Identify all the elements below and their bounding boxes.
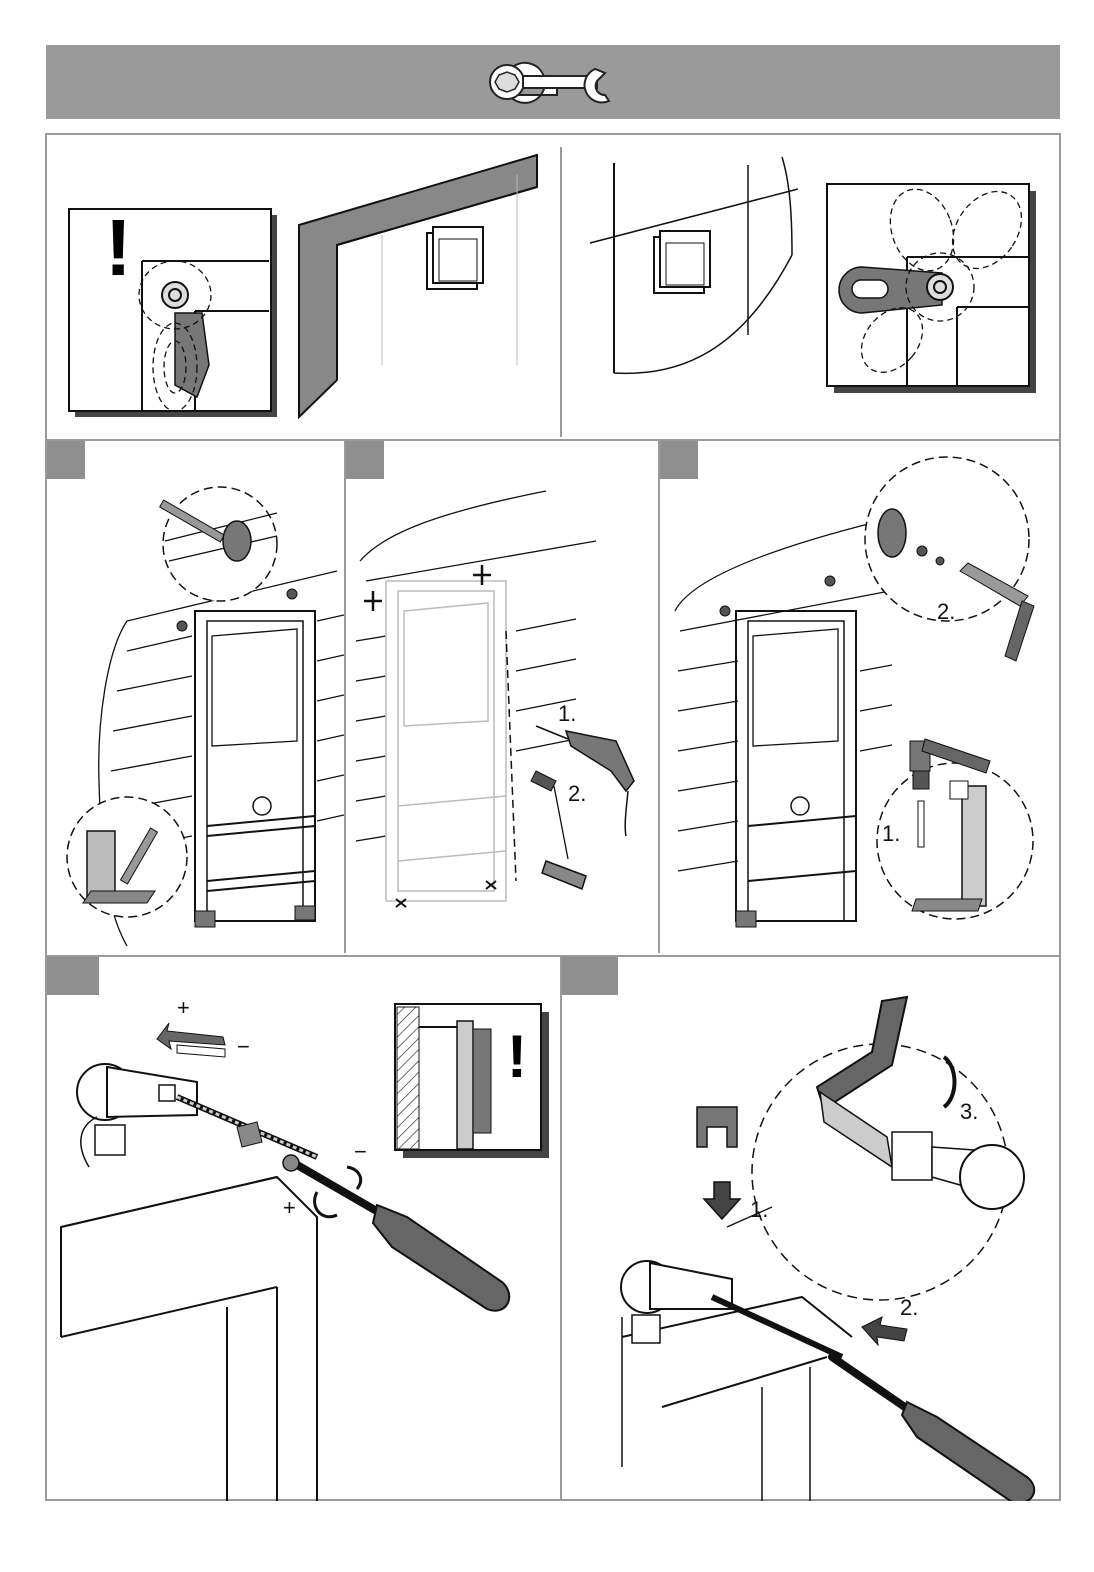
minus-sign: − [237, 1034, 250, 1059]
warning-mark: ! [105, 203, 132, 292]
turn-step-label: 3. [960, 1099, 978, 1124]
wrench-step-label: 2. [937, 599, 955, 624]
drill-step-label: 1. [558, 701, 576, 726]
plus-sign: + [177, 995, 190, 1020]
panel-step-3: 2. 1. [660, 441, 1059, 955]
clip-step-label: 1. [750, 1197, 768, 1222]
panel-step-5: 3. 1. 2. [562, 957, 1059, 1501]
panel-step-4: ! + − − [47, 957, 560, 1501]
warning-mark: ! [507, 1023, 527, 1090]
panel-top-left: ! [47, 135, 560, 439]
header-bar [46, 45, 1060, 119]
plus-sign-screw: + [283, 1195, 296, 1220]
instruction-frame: ! [45, 133, 1061, 1501]
panel-step-1 [47, 441, 344, 955]
wrench-icon [46, 45, 1060, 119]
panel-step-2: 1. 2. [346, 441, 658, 955]
panel-top-right [562, 135, 1059, 439]
minus-sign-screw: − [354, 1139, 367, 1164]
bolt-step-label: 1. [882, 821, 900, 846]
push-step-label: 2. [900, 1295, 918, 1320]
dowel-step-label: 2. [568, 781, 586, 806]
